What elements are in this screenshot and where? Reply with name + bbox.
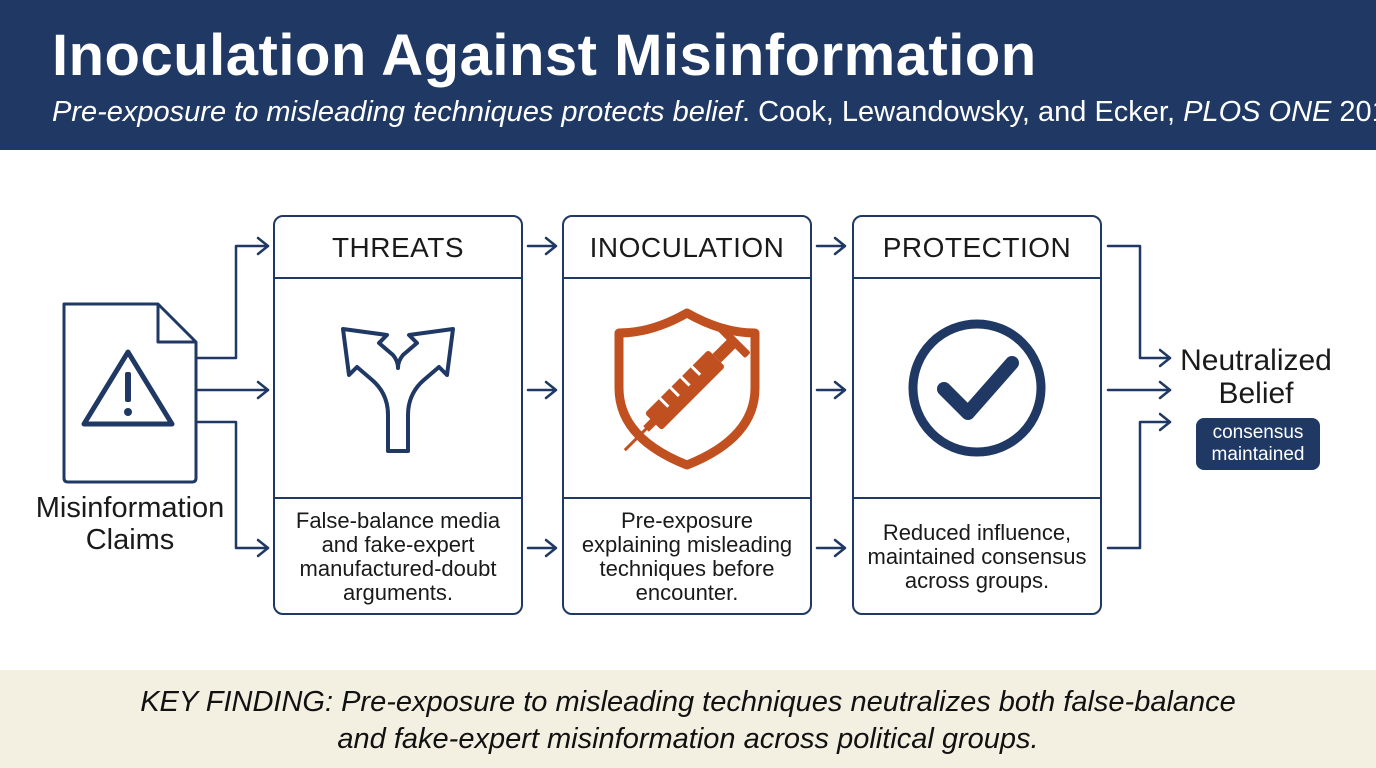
arrow-head-icon [256,236,270,256]
diverging-arrows-icon [341,327,455,453]
header-banner: Inoculation Against Misinformation Pre-e… [0,0,1376,150]
subtitle-claim: Pre-exposure to misleading techniques pr… [52,96,742,128]
stage-title: PROTECTION [854,217,1100,279]
warning-exclamation [125,372,131,402]
page-title: Inoculation Against Misinformation [52,23,1037,88]
stage-threats: THREATS False-balance media and fake-exp… [273,215,523,615]
arrow-head-icon [256,380,270,400]
subtitle-journal: PLOS ONE [1183,96,1332,128]
arrow-head-icon [1158,380,1172,400]
arrow-right-icon [815,380,847,400]
arrow-right-icon [526,538,558,558]
connector-line [1106,420,1172,550]
arrow-right-icon [526,380,558,400]
arrow-right-icon [815,538,847,558]
connector-line [1106,244,1172,360]
stage-description: Reduced influence, maintained consensus … [854,497,1100,614]
key-finding-text: KEY FINDING: Pre-exposure to misleading … [140,686,1236,755]
checkmark-circle-icon [908,319,1046,457]
stage-description: Pre-exposure explaining misleading techn… [564,497,810,614]
stage-title: THREATS [275,217,521,279]
document-warning-icon [62,302,198,484]
page-subtitle: Pre-exposure to misleading techniques pr… [52,96,1376,129]
stage-inoculation: INOCULATION Pre-exposure explaining misl… [562,215,812,615]
stage-title: INOCULATION [564,217,810,279]
key-finding-banner: KEY FINDING: Pre-exposure to misleading … [0,670,1376,768]
stage-description: False-balance media and fake-expert manu… [275,497,521,614]
arrow-head-icon [1158,412,1172,432]
arrow-right-icon [815,236,847,256]
arrow-head-icon [1158,348,1172,368]
shield-syringe-icon [614,308,760,470]
subtitle-authors: . Cook, Lewandowsky, and Ecker, [741,96,1184,128]
stage-protection: PROTECTION Reduced influence, maintained… [852,215,1102,615]
subtitle-year: 2017. [1339,96,1376,128]
warning-dot [124,408,132,416]
connector-line [196,244,270,360]
arrow-head-icon [256,538,270,558]
arrow-right-icon [526,236,558,256]
connector-line [196,420,270,550]
